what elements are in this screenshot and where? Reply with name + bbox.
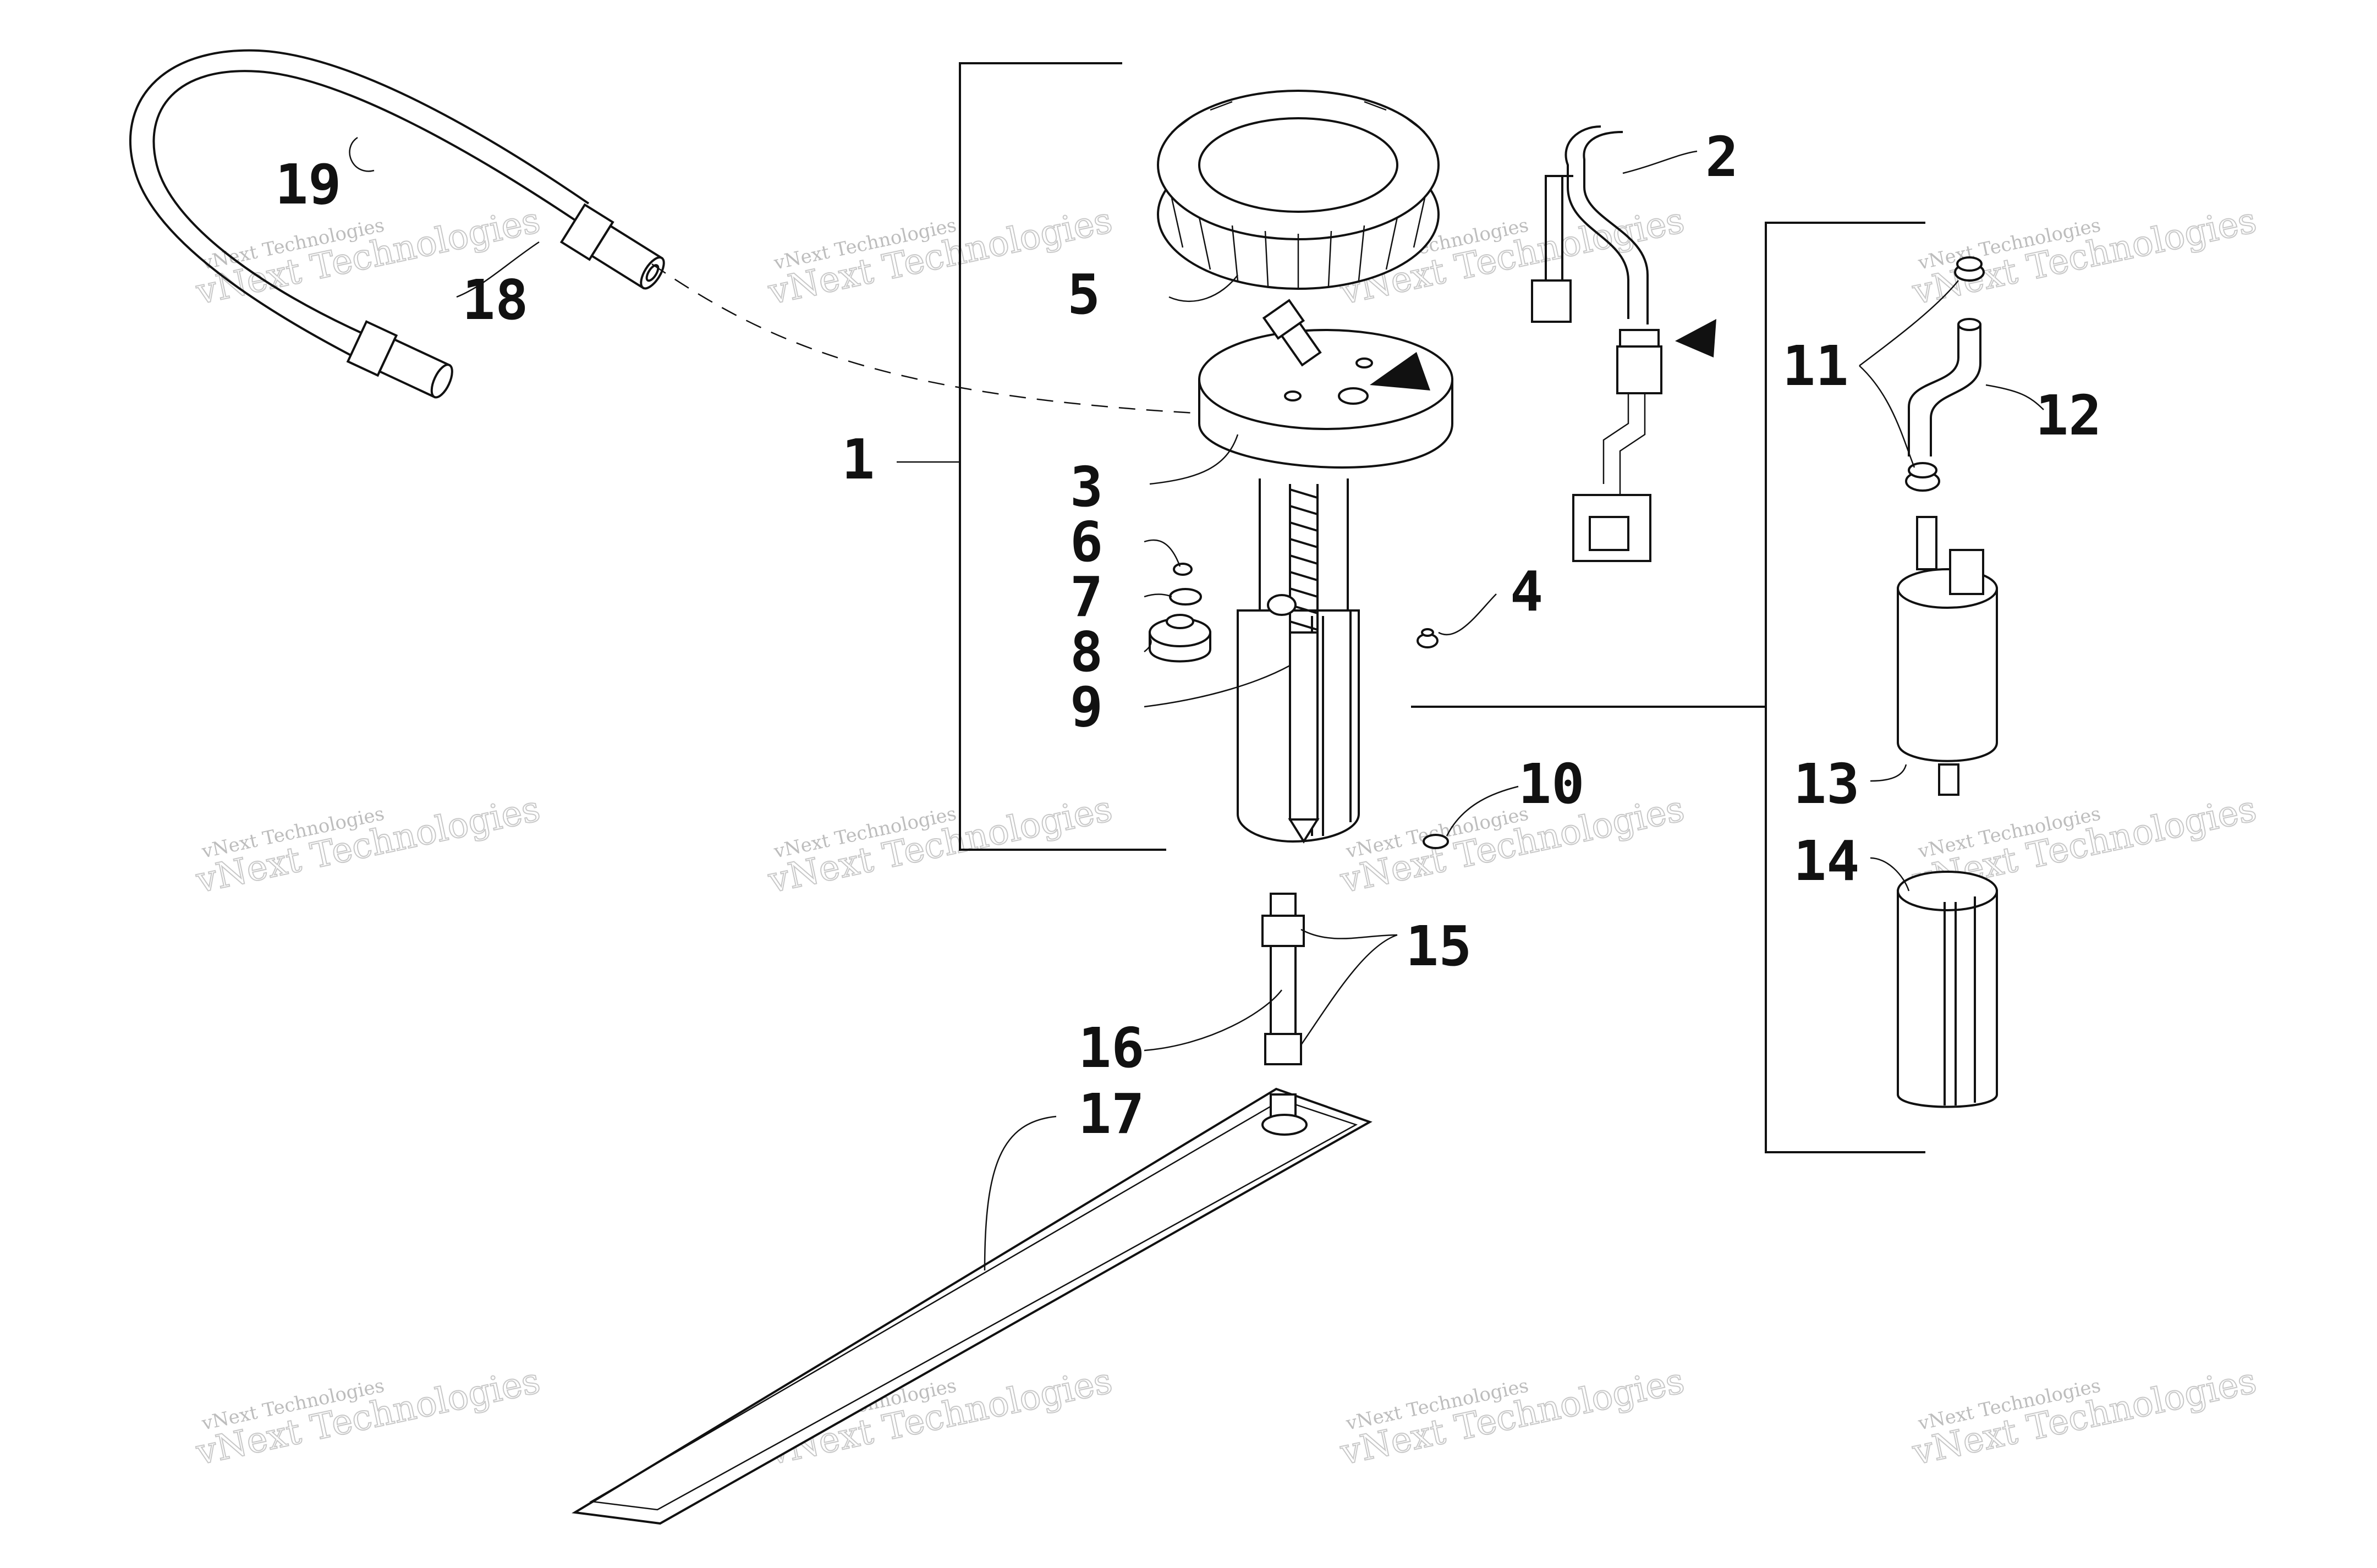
callout-7: 7 (1070, 565, 1103, 629)
watermark: vNext Technologies vNext Technologies (764, 788, 1116, 902)
bracket-assembly-1 (959, 62, 1166, 851)
callout-13: 13 (1793, 752, 1859, 816)
callout-16: 16 (1078, 1016, 1144, 1080)
callout-15: 15 (1406, 914, 1472, 978)
pump-housing (1237, 478, 1360, 844)
hose-connection-dashed (651, 263, 1315, 419)
fitting-15-upper (1261, 893, 1305, 947)
callout-12: 12 (2035, 383, 2101, 448)
pump-cap-3 (1198, 299, 1453, 469)
tube-16 (1270, 945, 1297, 1035)
screw-4 (1417, 628, 1439, 648)
callout-17: 17 (1078, 1082, 1144, 1146)
callout-14: 14 (1793, 829, 1859, 893)
washer-7 (1169, 588, 1202, 606)
callout-11: 11 (1782, 334, 1848, 398)
fitting-15-lower (1264, 1033, 1302, 1065)
watermark: vNext Technologies vNext Technologies (1336, 788, 1688, 902)
callout-1: 1 (842, 427, 875, 492)
callout-8: 8 (1070, 620, 1103, 684)
callout-9: 9 (1070, 675, 1103, 739)
hose-fitting-18-upper (559, 203, 665, 290)
hose-clamp-11-lower (1905, 462, 1940, 492)
hose-clamp-11-upper (1954, 256, 1985, 282)
watermark: vNext Technologies vNext Technologies (764, 200, 1116, 313)
callout-5: 5 (1067, 262, 1100, 327)
clip-10 (1423, 834, 1449, 849)
fuel-pump-13 (1897, 516, 1998, 796)
regulator-8 (1149, 614, 1211, 663)
callout-2: 2 (1705, 125, 1738, 189)
callout-10: 10 (1518, 752, 1584, 816)
o-ring-6 (1173, 563, 1193, 576)
bracket-assembly-13 (1765, 222, 1925, 1153)
leader-lines (349, 136, 2044, 1271)
watermark: vNext Technologies vNext Technologies (192, 788, 544, 902)
plate-17 (572, 1087, 1373, 1525)
hose-fitting-18-lower (346, 320, 453, 399)
callout-18: 18 (462, 268, 528, 332)
callout-6: 6 (1070, 510, 1103, 574)
callout-labels: 19 18 1 5 2 3 6 7 8 9 4 10 11 12 13 14 1… (275, 125, 2101, 1146)
watermark: vNext Technologies vNext Technologies (1336, 1360, 1688, 1474)
watermark: vNext Technologies vNext Technologies (192, 1360, 544, 1474)
callout-3: 3 (1070, 455, 1103, 519)
watermark: vNext Technologies vNext Technologies (1908, 200, 2260, 313)
watermark: vNext Technologies vNext Technologies (1908, 1360, 2260, 1474)
callout-19: 19 (275, 152, 341, 217)
fuel-hose-12 (1908, 318, 1981, 456)
wire-harness-2 (1531, 125, 1716, 562)
lock-ring-5 (1157, 90, 1440, 290)
filter-14 (1897, 871, 1998, 1108)
callout-4: 4 (1510, 559, 1543, 624)
fuel-hose-19 (129, 49, 590, 364)
